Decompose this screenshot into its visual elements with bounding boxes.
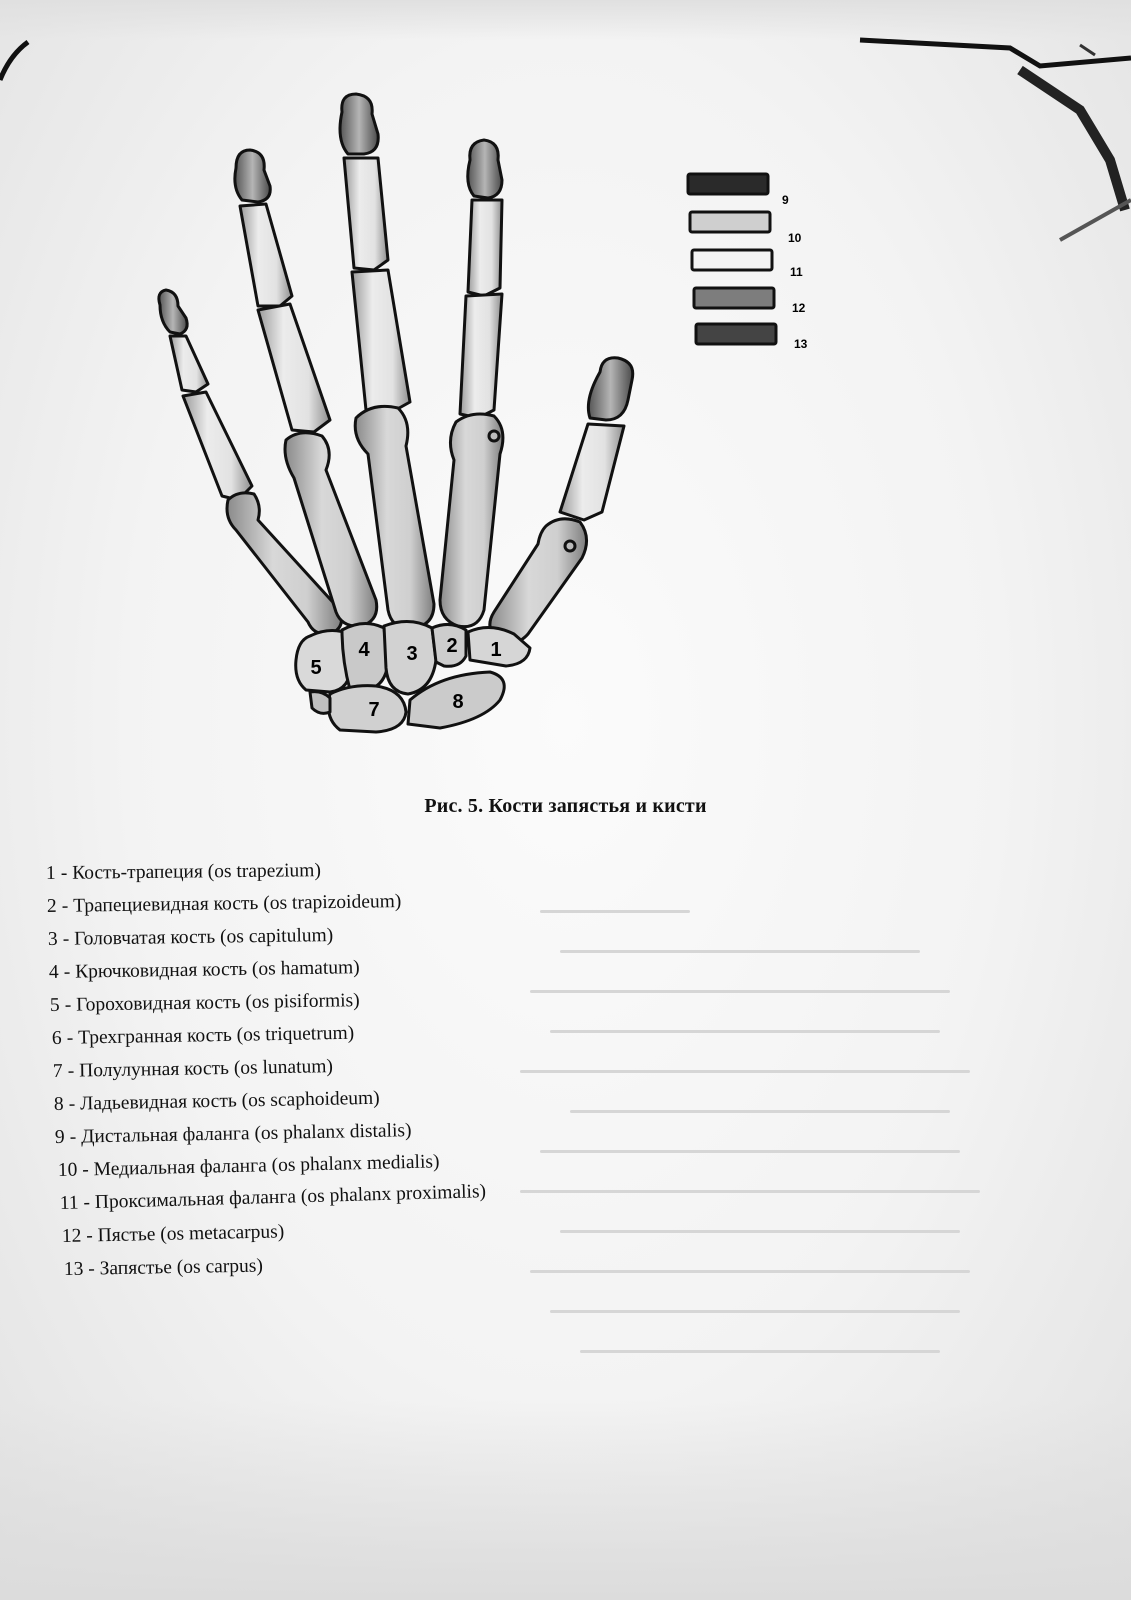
legend-text: - Крючковидная кость (os hamatum) — [58, 957, 360, 983]
legend-list: 1 - Кость-трапеция (os trapezium) 2 - Тр… — [45, 860, 486, 1291]
carpal-label-1: 1 — [490, 639, 501, 661]
carpal-1 — [466, 626, 532, 668]
legend-number: 13 — [63, 1258, 84, 1280]
legend-text: - Трехгранная кость (os triquetrum) — [61, 1022, 355, 1049]
legend-number: 12 — [61, 1225, 82, 1247]
legend-number: 2 — [46, 895, 57, 917]
legend-number: 9 — [54, 1126, 65, 1148]
legend-text: - Кость-трапеция (os trapezium) — [55, 860, 322, 884]
middle-finger — [338, 92, 436, 630]
legend-text: - Гороховидная кость (os pisiformis) — [59, 990, 360, 1016]
swatch-label-12: 12 — [792, 301, 806, 315]
legend-text: - Головчатая кость (os capitulum) — [57, 925, 334, 950]
carpal-label-3: 3 — [406, 643, 417, 665]
swatch-key: 9 10 11 12 13 — [686, 172, 808, 351]
carpal-7 — [326, 684, 408, 734]
legend-number: 5 — [49, 994, 60, 1016]
swatch-13 — [694, 322, 778, 346]
swatch-label-11: 11 — [790, 265, 803, 279]
legend-number: 4 — [48, 961, 59, 983]
legend-item: 13 - Запястье (os carpus) — [64, 1251, 491, 1291]
carpal-3 — [382, 620, 438, 696]
carpal-label-8: 8 — [452, 691, 463, 713]
legend-text: - Дистальная фаланга (os phalanx distali… — [64, 1120, 412, 1148]
legend-text: - Трапециевидная кость (os trapizoideum) — [56, 891, 402, 917]
legend-text: - Полулунная кость (os lunatum) — [62, 1056, 334, 1082]
figure-caption: Рис. 5. Кости запястья и кисти — [424, 795, 707, 817]
carpal-8 — [406, 670, 506, 730]
swatch-10 — [688, 210, 772, 234]
legend-number: 7 — [52, 1060, 63, 1082]
swatch-label-9: 9 — [782, 193, 789, 207]
legend-text: - Запястье (os carpus) — [83, 1255, 264, 1280]
scan-edge-marks — [0, 37, 1131, 242]
carpal-label-4: 4 — [358, 639, 370, 661]
legend-number: 8 — [53, 1093, 64, 1115]
swatch-label-10: 10 — [788, 231, 802, 245]
index-finger — [438, 138, 505, 629]
carpal-bones — [294, 620, 532, 734]
swatch-9 — [686, 172, 770, 196]
swatch-label-13: 13 — [794, 337, 808, 351]
page-bottom-shadow — [0, 1400, 1131, 1600]
swatch-11 — [690, 248, 774, 272]
legend-text: - Пястье (os metacarpus) — [81, 1221, 285, 1247]
thumb — [487, 356, 635, 645]
legend-number: 11 — [59, 1192, 79, 1214]
hand-bones-diagram: 4 3 2 1 5 7 8 9 10 11 12 1 — [157, 92, 808, 734]
swatch-12 — [692, 286, 776, 310]
legend-number: 3 — [47, 928, 58, 950]
legend-number: 1 — [45, 862, 56, 884]
hand-bones-figure: 4 3 2 1 5 7 8 9 10 11 12 1 — [0, 0, 1131, 780]
carpal-label-5: 5 — [310, 657, 321, 679]
carpal-2 — [430, 623, 468, 668]
carpal-6 — [308, 690, 332, 715]
bleed-through-text — [520, 880, 1040, 1400]
carpal-4 — [340, 622, 390, 692]
legend-number: 10 — [57, 1159, 78, 1181]
legend-number: 6 — [51, 1027, 62, 1049]
carpal-5 — [294, 629, 354, 694]
legend-text: - Ладьевидная кость (os scaphoideum) — [63, 1087, 380, 1115]
carpal-label-2: 2 — [446, 635, 457, 657]
ring-finger — [233, 148, 379, 628]
carpal-label-7: 7 — [368, 699, 379, 721]
little-finger — [157, 288, 344, 636]
page-top-shadow — [0, 0, 1131, 40]
